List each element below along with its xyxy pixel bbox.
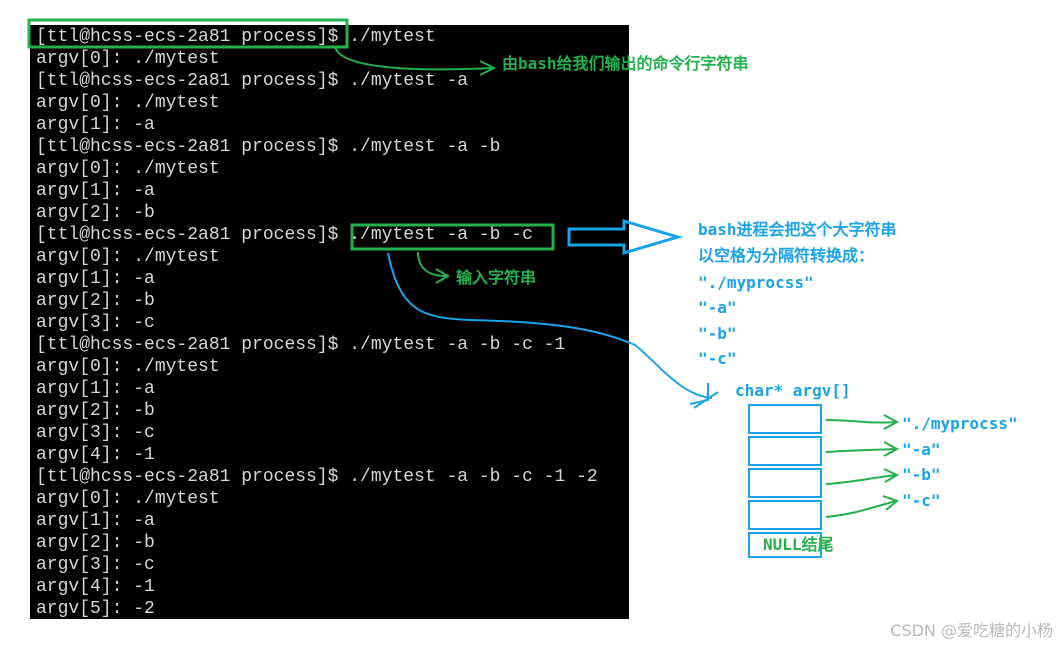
arrowhead-icon xyxy=(883,441,900,457)
terminal-line: argv[3]: -c xyxy=(36,423,155,443)
terminal-line: argv[0]: ./mytest xyxy=(36,93,220,113)
terminal-line: argv[5]: -2 xyxy=(36,599,155,619)
arrowhead-icon xyxy=(479,60,497,76)
argv-null-cell xyxy=(748,532,822,558)
argv-array-title: char* argv[] xyxy=(735,381,851,400)
split-note-line1: bash进程会把这个大字符串 xyxy=(698,220,897,239)
arrowhead-icon xyxy=(883,468,900,483)
terminal-line: [ttl@hcss-ecs-2a81 process]$ ./mytest xyxy=(36,27,436,47)
terminal-line: [ttl@hcss-ecs-2a81 process]$ ./mytest -a… xyxy=(36,335,566,355)
terminal-line: argv[1]: -a xyxy=(36,269,155,289)
terminal-line: [ttl@hcss-ecs-2a81 process]$ ./mytest -a… xyxy=(36,467,598,487)
terminal-line: argv[0]: ./mytest xyxy=(36,159,220,179)
pointer-arrow-2 xyxy=(825,474,897,485)
terminal-line: argv[2]: -b xyxy=(36,533,155,553)
terminal-line: argv[1]: -a xyxy=(36,511,155,531)
argv-cell xyxy=(748,468,822,498)
argv-entry-label: "-b" xyxy=(902,465,941,484)
arrowhead-icon xyxy=(689,383,709,405)
pointer-arrow-0 xyxy=(825,419,897,424)
pointer-arrow-3 xyxy=(825,500,897,518)
terminal-line: argv[3]: -c xyxy=(36,555,155,575)
arrowhead-icon xyxy=(882,495,900,511)
terminal-line: argv[2]: -b xyxy=(36,291,155,311)
split-token: "-a" xyxy=(698,298,737,317)
arrowhead-icon xyxy=(883,414,900,430)
terminal-line: argv[3]: -c xyxy=(36,313,155,333)
terminal-line: argv[4]: -1 xyxy=(36,577,155,597)
pointer-arrow-1 xyxy=(825,448,897,453)
terminal-line: argv[2]: -b xyxy=(36,203,155,223)
input-note-arrow xyxy=(417,251,447,277)
terminal-line: [ttl@hcss-ecs-2a81 process]$ ./mytest -a… xyxy=(36,137,501,157)
input-to-argv-curve xyxy=(387,252,713,399)
argv-cell xyxy=(748,404,822,434)
terminal-line: [ttl@hcss-ecs-2a81 process]$ ./mytest -a xyxy=(36,71,469,91)
argv-cell xyxy=(748,436,822,466)
block-arrow-icon xyxy=(567,218,684,256)
argv-cell xyxy=(748,500,822,530)
prompt-highlight-box xyxy=(27,18,349,49)
argv-entry-label: "./myprocss" xyxy=(902,414,1018,433)
argv-entry-label: "-a" xyxy=(902,440,941,459)
prompt-note: 由bash给我们输出的命令行字符串 xyxy=(502,54,749,73)
input-note: 输入字符串 xyxy=(456,268,537,287)
terminal-line: argv[1]: -a xyxy=(36,379,155,399)
terminal-line: argv[4]: -1 xyxy=(36,445,155,465)
terminal-line: argv[0]: ./mytest xyxy=(36,489,220,509)
arrowhead-icon xyxy=(693,391,719,409)
terminal-line: argv[1]: -a xyxy=(36,181,155,201)
split-token: "-b" xyxy=(698,324,737,343)
terminal-line: argv[0]: ./mytest xyxy=(36,49,220,69)
split-note-line2: 以空格为分隔符转换成： xyxy=(698,246,875,265)
terminal-line: [ttl@hcss-ecs-2a81 process]$ ./mytest -a… xyxy=(36,225,533,245)
terminal-line: argv[0]: ./mytest xyxy=(36,357,220,377)
split-token: "-c" xyxy=(698,349,737,368)
null-label: NULL结尾 xyxy=(763,535,834,554)
prompt-note-arrow xyxy=(334,45,493,71)
input-highlight-box xyxy=(350,223,555,251)
arrowhead-icon xyxy=(435,268,450,284)
terminal-line: argv[1]: -a xyxy=(36,115,155,135)
terminal-line: argv[2]: -b xyxy=(36,401,155,421)
argv-entry-label: "-c" xyxy=(902,491,941,510)
terminal-line: argv[0]: ./mytest xyxy=(36,247,220,267)
watermark: CSDN @爱吃糖的小杨 xyxy=(890,621,1053,640)
split-token: "./myprocss" xyxy=(698,273,814,292)
